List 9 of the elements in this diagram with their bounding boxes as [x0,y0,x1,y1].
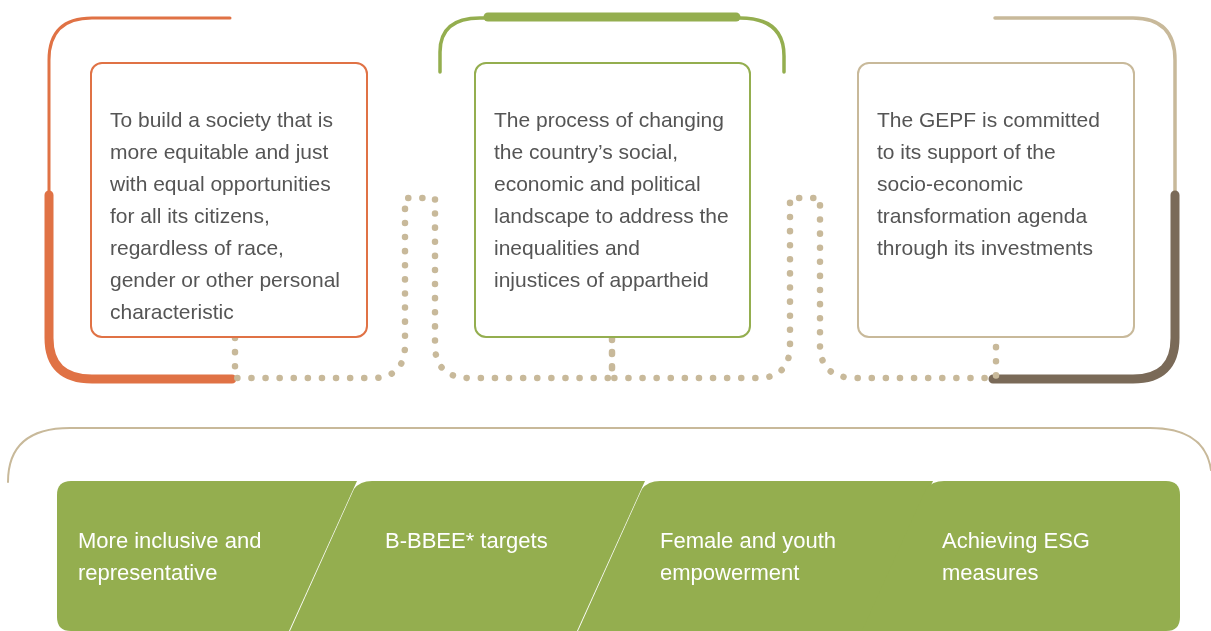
statement-box: The GEPF is committed to its support of the socio-economic transformation agenda through its investments [857,62,1135,338]
statement-box: To build a society that is more equitable and just with equal opportunities for all its citizens, regardless of race, gender or other personal characteristic [90,62,368,338]
statement-box: The process of changing the country’s social, economic and political landscape to address the inequalities and injustices of appartheid [474,62,751,338]
slanted-panel: More inclusive and representative [57,481,357,631]
slanted-panel: Female and youth empowerment [578,481,933,631]
slanted-panel: B-BBEE* targets [290,481,645,631]
dotted-connector [231,194,616,382]
slanted-panel: Achieving ESG measures [862,481,1180,631]
dotted-connector [608,194,1000,382]
